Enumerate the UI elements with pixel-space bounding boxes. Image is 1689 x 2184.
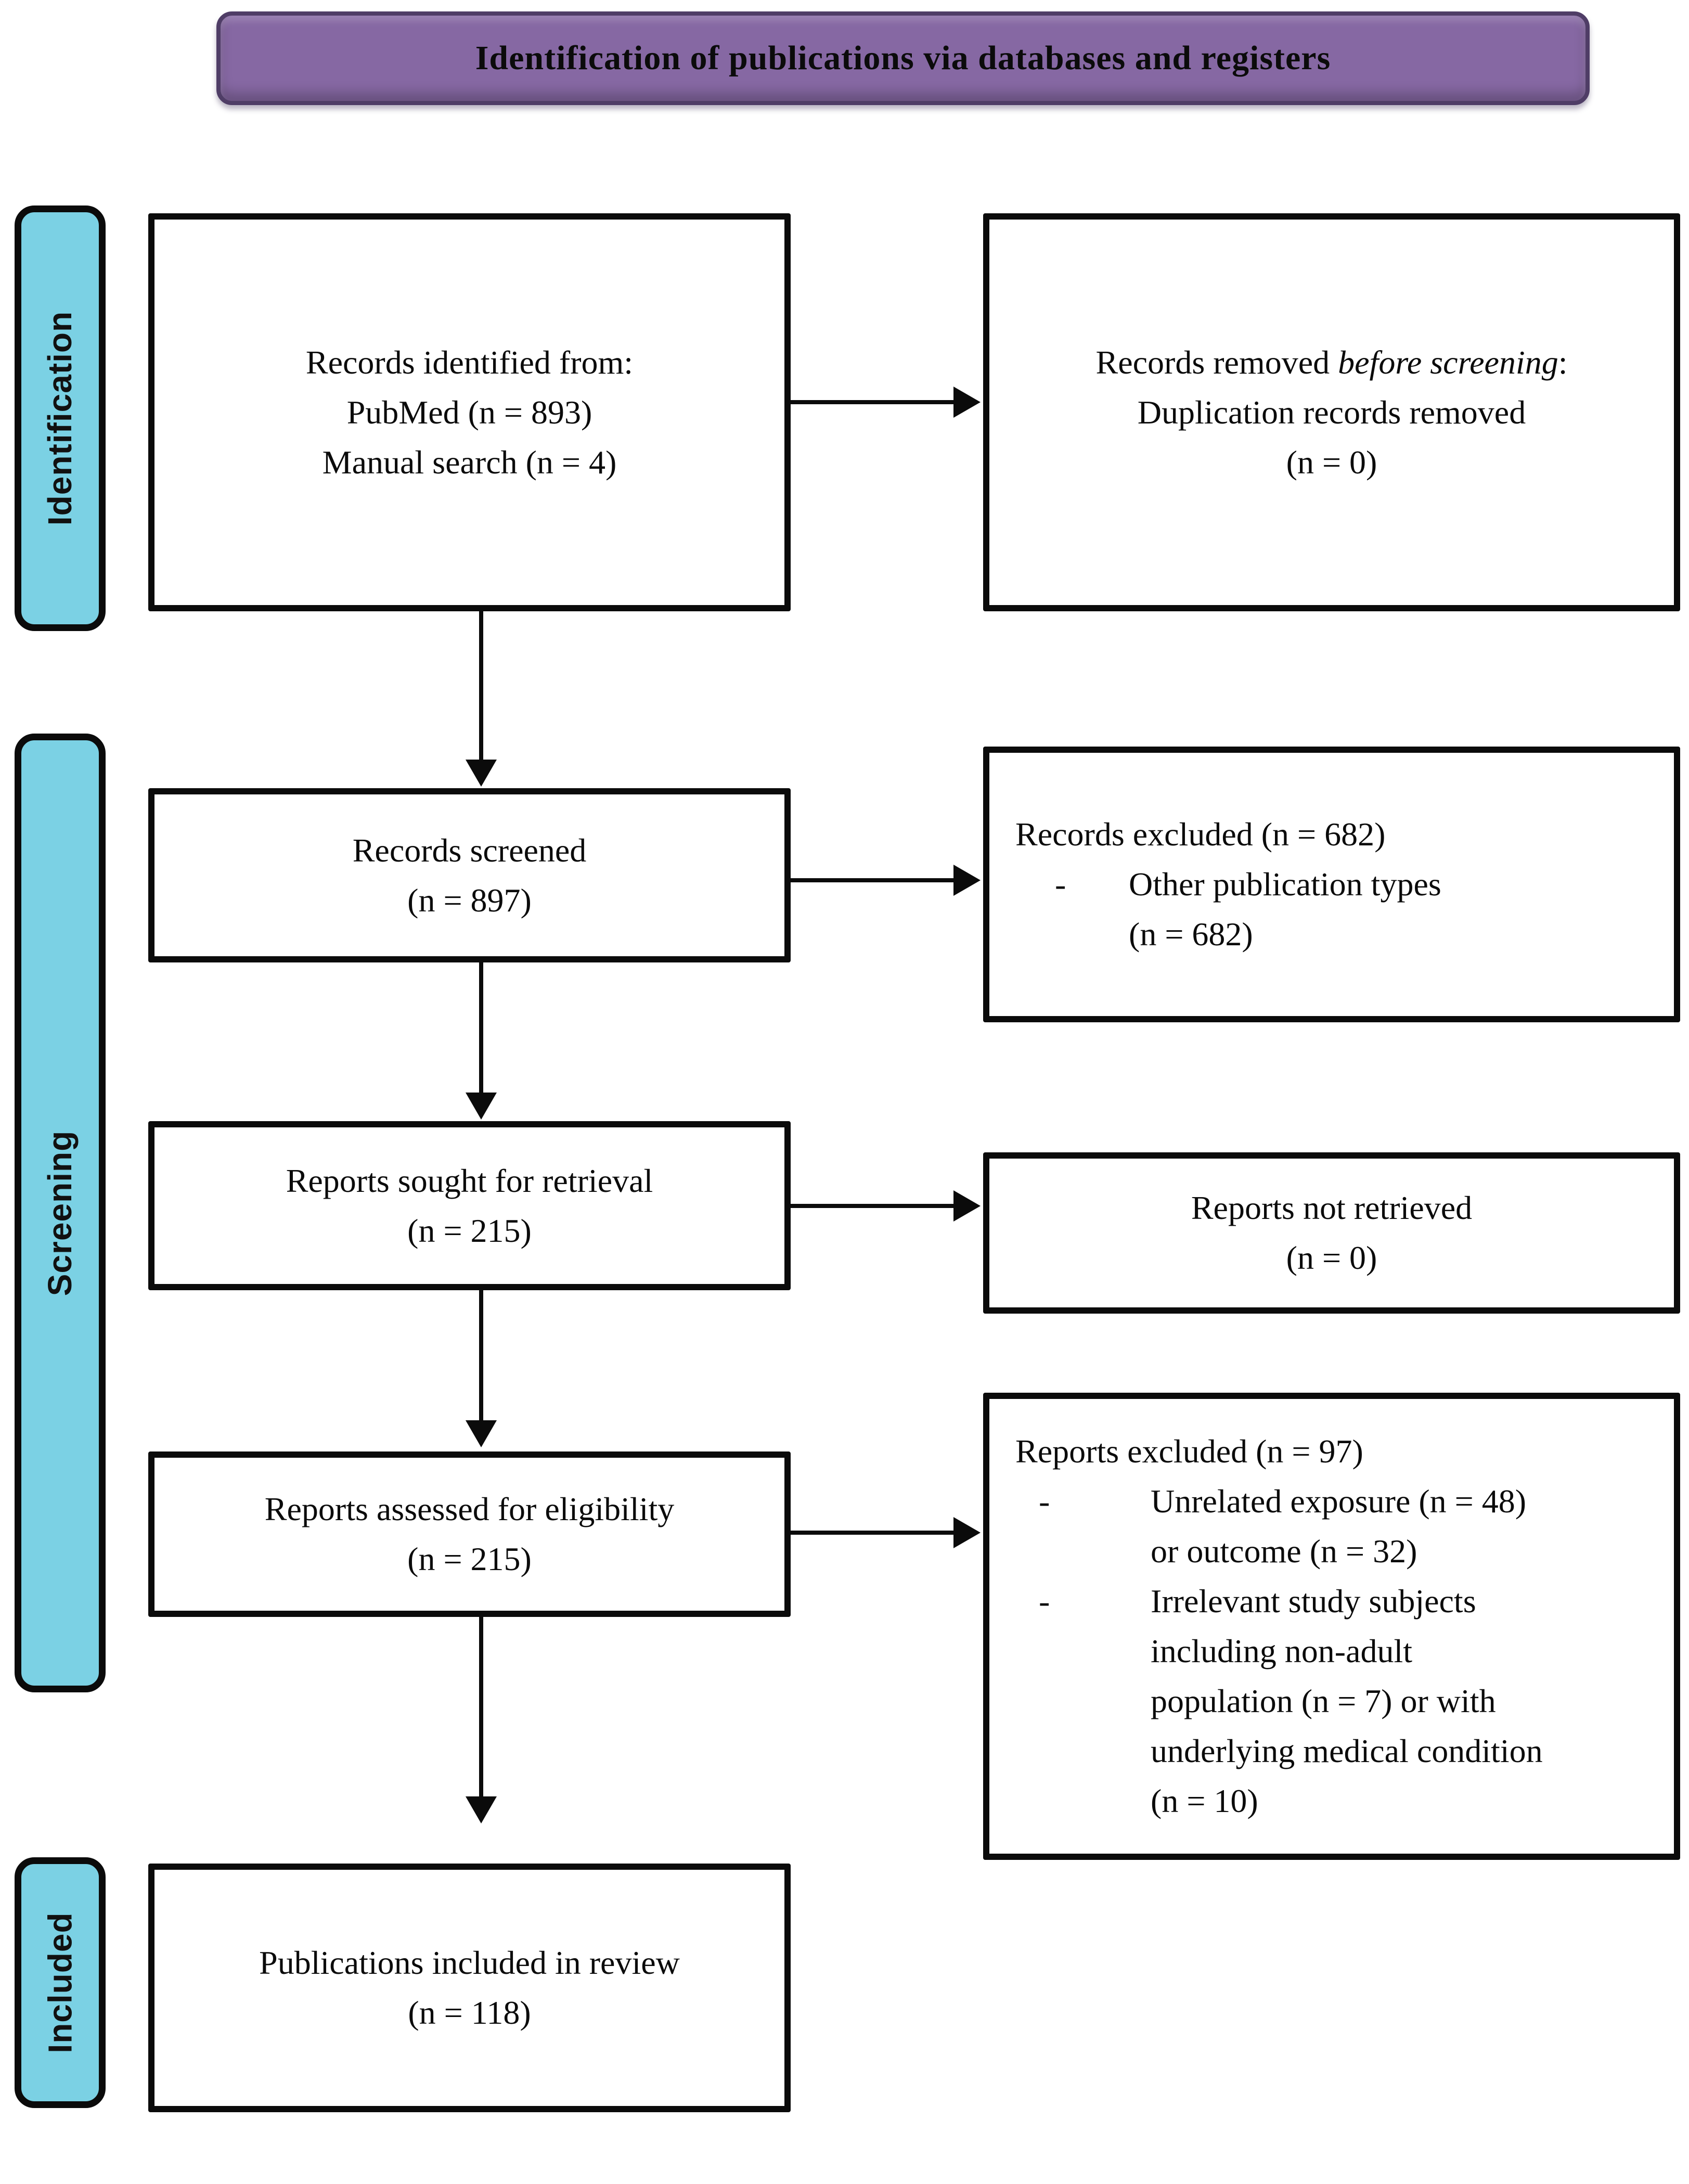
- arrow-head: [953, 865, 981, 896]
- arrow-head: [953, 1190, 981, 1222]
- box-records-removed-before-screening: Records removed before screening: Duplic…: [983, 213, 1680, 611]
- box-records-identified: Records identified from: PubMed (n = 893…: [148, 213, 791, 611]
- text-line: (n = 0): [1286, 443, 1377, 481]
- arrow-line: [479, 611, 483, 762]
- box-records-excluded: Records excluded (n = 682) - Other publi…: [983, 747, 1680, 1022]
- text-line: underlying medical condition: [1151, 1732, 1543, 1769]
- text-line: (n = 215): [407, 1212, 532, 1249]
- text-line: Reports excluded (n = 97): [1015, 1433, 1363, 1470]
- text-line: Records screened: [352, 831, 587, 869]
- text-line: Reports assessed for eligibility: [264, 1491, 675, 1527]
- text-line: including non-adult: [1151, 1633, 1413, 1669]
- text-line: (n = 215): [407, 1540, 532, 1577]
- text-line: Records excluded (n = 682): [1015, 816, 1386, 853]
- header-banner: Identification of publications via datab…: [216, 11, 1590, 105]
- arrow-head: [953, 387, 981, 418]
- arrow-head: [466, 760, 497, 787]
- box-reports-assessed-for-eligibility: Reports assessed for eligibility (n = 21…: [148, 1451, 791, 1617]
- text-line: Records identified from:: [305, 343, 634, 381]
- text-line: Reports not retrieved: [1191, 1189, 1473, 1226]
- arrow-line: [791, 1204, 955, 1208]
- arrow-line: [479, 1290, 483, 1423]
- bullet-marker: -: [1039, 1483, 1050, 1520]
- text-line: (n = 0): [1286, 1239, 1377, 1276]
- stage-label: Identification: [41, 311, 79, 526]
- text-line: Records removed before screening:: [1095, 343, 1568, 381]
- bullet-marker: -: [1055, 866, 1066, 903]
- stage-identification: Identification: [15, 205, 106, 631]
- arrow-head: [466, 1093, 497, 1120]
- text-line: (n = 10): [1151, 1782, 1258, 1819]
- arrow-head: [466, 1420, 497, 1447]
- arrow-head: [466, 1796, 497, 1823]
- arrow-line: [479, 1617, 483, 1799]
- stage-label: Screening: [41, 1130, 79, 1296]
- arrow-line: [791, 400, 955, 404]
- page-title: Identification of publications via datab…: [475, 39, 1331, 77]
- arrow-line: [479, 962, 483, 1095]
- stage-label: Included: [41, 1912, 79, 2053]
- text-line: (n = 897): [407, 881, 532, 919]
- text-line: Manual search (n = 4): [322, 443, 617, 481]
- stage-screening: Screening: [15, 734, 106, 1692]
- stage-included: Included: [15, 1857, 106, 2108]
- italic-text: before screening: [1338, 343, 1558, 381]
- text-line: or outcome (n = 32): [1151, 1533, 1417, 1570]
- box-reports-excluded: Reports excluded (n = 97) - Unrelated ex…: [983, 1393, 1680, 1860]
- bullet-item: - Other publication types (n = 682): [1015, 859, 1658, 959]
- text-line: Other publication types: [1129, 866, 1441, 903]
- text-line: population (n = 7) or with: [1151, 1682, 1496, 1719]
- text-line: (n = 118): [408, 1994, 531, 2031]
- box-reports-sought-for-retrieval: Reports sought for retrieval (n = 215): [148, 1121, 791, 1290]
- text-line: Reports sought for retrieval: [286, 1162, 653, 1199]
- text-line: Irrelevant study subjects: [1151, 1583, 1476, 1620]
- box-reports-not-retrieved: Reports not retrieved (n = 0): [983, 1152, 1680, 1314]
- bullet-item: - Irrelevant study subjects including no…: [1015, 1576, 1658, 1826]
- text-line: (n = 682): [1129, 916, 1253, 953]
- box-records-screened: Records screened (n = 897): [148, 788, 791, 962]
- arrow-head: [953, 1517, 981, 1548]
- box-publications-included: Publications included in review (n = 118…: [148, 1864, 791, 2112]
- arrow-line: [791, 1531, 955, 1535]
- arrow-line: [791, 878, 955, 882]
- text-line: Publications included in review: [259, 1944, 680, 1981]
- bullet-marker: -: [1039, 1583, 1050, 1620]
- text-line: PubMed (n = 893): [346, 393, 592, 431]
- text-line: Duplication records removed: [1137, 393, 1526, 431]
- bullet-item: - Unrelated exposure (n = 48) or outcome…: [1015, 1476, 1658, 1576]
- text-line: Unrelated exposure (n = 48): [1151, 1483, 1527, 1520]
